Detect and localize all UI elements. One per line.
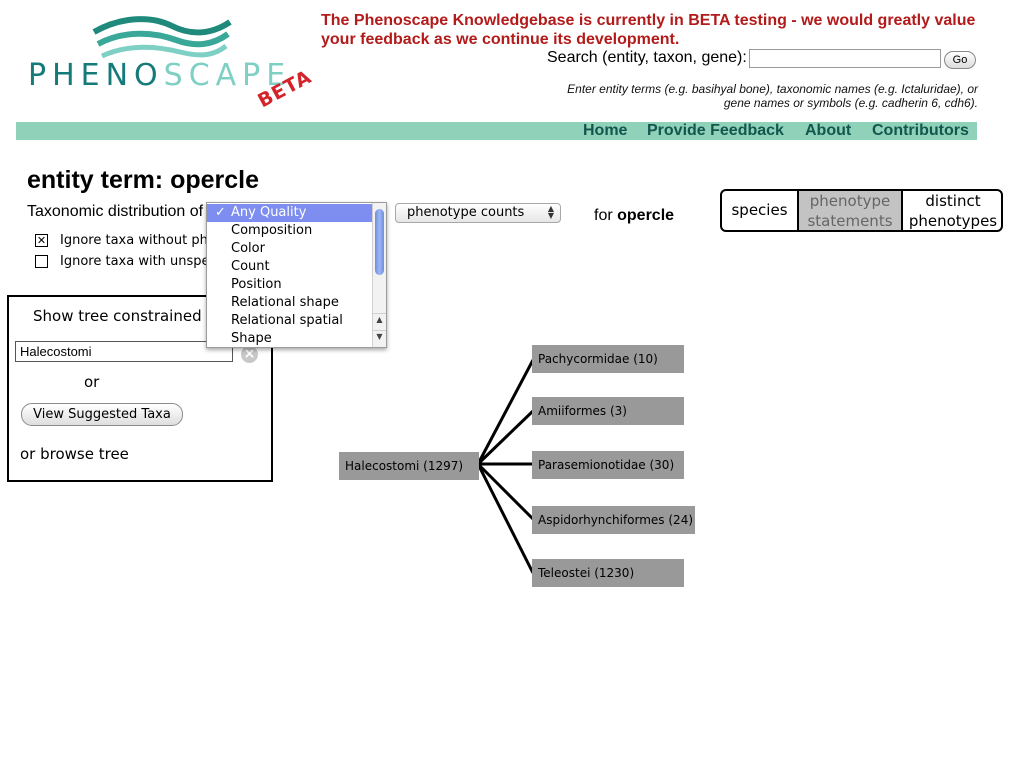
clear-icon[interactable]: × bbox=[241, 346, 258, 363]
for-label: for opercle bbox=[594, 207, 674, 225]
search-label: Search (entity, taxon, gene): bbox=[547, 49, 747, 66]
ignore-taxa-without-phenotypes-row: ✕ Ignore taxa without phenotypes bbox=[35, 233, 210, 249]
counts-select-value: phenotype counts bbox=[407, 205, 525, 220]
quality-option-label: Any Quality bbox=[231, 205, 307, 220]
scrollbar-thumb[interactable] bbox=[375, 209, 384, 275]
nav-about[interactable]: About bbox=[805, 122, 852, 139]
checkbox-label: Ignore taxa without phenotypes bbox=[60, 233, 210, 248]
logo[interactable]: PHENOSCAPE bbox=[28, 58, 291, 93]
page-title: entity term: opercle bbox=[27, 166, 260, 194]
counts-select[interactable]: phenotype counts ▲▼ bbox=[395, 203, 561, 223]
tree-node-child[interactable]: Pachycormidae (10) bbox=[532, 345, 684, 373]
tree-node-child[interactable]: Amiiformes (3) bbox=[532, 397, 684, 425]
quality-option-relational-spatial[interactable]: Relational spatial bbox=[231, 313, 343, 328]
scroll-up-arrow-icon[interactable]: ▲ bbox=[373, 313, 386, 326]
nav-provide-feedback[interactable]: Provide Feedback bbox=[647, 122, 784, 139]
tab-phenotype-statements[interactable]: phenotype statements bbox=[797, 191, 903, 230]
search-input[interactable] bbox=[749, 49, 941, 68]
tree-node-child[interactable]: Parasemionotidae (30) bbox=[532, 451, 684, 479]
ignore-taxa-unspecified-row: Ignore taxa with unspecified bbox=[35, 254, 210, 270]
browse-tree-link[interactable]: or browse tree bbox=[20, 445, 129, 463]
nav-contributors[interactable]: Contributors bbox=[872, 122, 969, 139]
or-label: or bbox=[84, 373, 100, 391]
taxonomic-distribution-label: Taxonomic distribution of bbox=[27, 203, 204, 220]
nav-home[interactable]: Home bbox=[583, 122, 628, 139]
scroll-down-arrow-icon[interactable]: ▼ bbox=[373, 330, 386, 343]
quality-option-composition[interactable]: Composition bbox=[231, 223, 313, 238]
tree-node-child[interactable]: Aspidorhynchiformes (24) bbox=[532, 506, 695, 534]
ignore-taxa-unspecified-checkbox[interactable] bbox=[35, 255, 48, 268]
quality-list-scrollbar[interactable]: ▲ ▼ bbox=[372, 203, 386, 347]
quality-option-shape[interactable]: Shape bbox=[231, 331, 272, 346]
logo-waves-icon bbox=[92, 16, 232, 59]
search-hint: Enter entity terms (e.g. basihyal bone),… bbox=[567, 82, 978, 110]
tree-node-child[interactable]: Teleostei (1230) bbox=[532, 559, 684, 587]
for-term: opercle bbox=[617, 207, 675, 224]
quality-option-count[interactable]: Count bbox=[231, 259, 270, 274]
quality-option-relational-shape[interactable]: Relational shape bbox=[231, 295, 339, 310]
for-prefix: for bbox=[594, 207, 613, 224]
tree-node-root[interactable]: Halecostomi (1297) bbox=[339, 452, 479, 480]
logo-text-part1: PHENO bbox=[28, 58, 164, 93]
checkbox-label: Ignore taxa with unspecified bbox=[60, 254, 210, 269]
quality-dropdown-list[interactable]: ✓ Any Quality Composition Color Count Pos… bbox=[206, 202, 387, 348]
tab-species[interactable]: species bbox=[731, 201, 788, 219]
checkmark-icon: ✓ bbox=[215, 205, 226, 220]
tab-group: species phenotype statements distinct ph… bbox=[720, 189, 1003, 232]
select-arrows-icon: ▲▼ bbox=[547, 204, 554, 220]
go-button[interactable]: Go bbox=[944, 51, 976, 69]
beta-notice: The Phenoscape Knowledgebase is currentl… bbox=[321, 12, 976, 48]
nav-bar: Home Provide Feedback About Contributors bbox=[16, 122, 977, 140]
tree-constraint-panel: Show tree constrained at Halecostomi × o… bbox=[7, 295, 273, 482]
logo-text-part2: SCAPE bbox=[163, 58, 292, 93]
taxon-constraint-input[interactable]: Halecostomi bbox=[15, 341, 233, 362]
tab-distinct-phenotypes[interactable]: distinct phenotypes bbox=[908, 192, 998, 230]
constraint-heading: Show tree constrained at bbox=[33, 307, 222, 325]
quality-option-color[interactable]: Color bbox=[231, 241, 265, 256]
view-suggested-taxa-button[interactable]: View Suggested Taxa bbox=[21, 403, 183, 426]
ignore-taxa-without-phenotypes-checkbox[interactable]: ✕ bbox=[35, 234, 48, 247]
quality-option-any-quality[interactable]: ✓ Any Quality bbox=[207, 204, 372, 222]
quality-option-position[interactable]: Position bbox=[231, 277, 282, 292]
